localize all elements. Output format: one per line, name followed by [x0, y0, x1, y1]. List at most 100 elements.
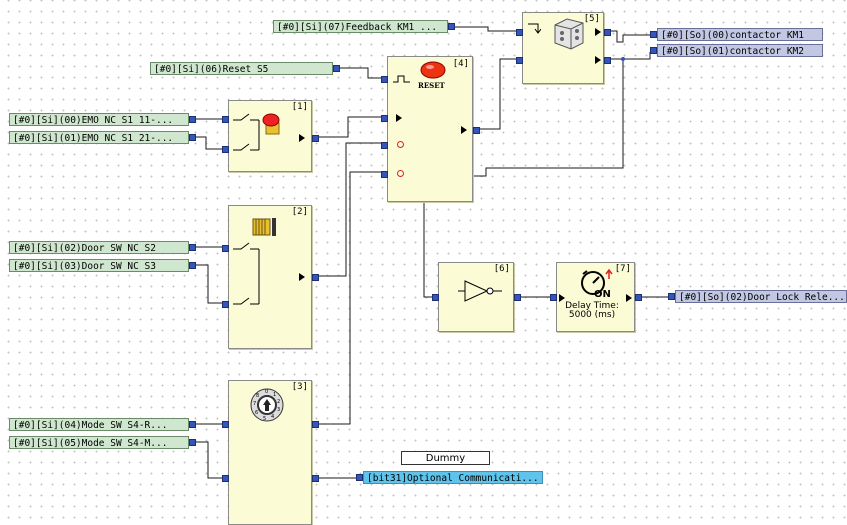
svg-text:2: 2 — [277, 399, 280, 405]
block-number: [4] — [452, 59, 469, 69]
input-pin[interactable] — [516, 29, 523, 36]
function-block-6-not-gate[interactable]: [6] — [432, 262, 521, 332]
input-tag-mode-s4-r[interactable]: [#0][Si](04)Mode SW S4-R... — [9, 418, 189, 431]
wire — [610, 52, 651, 60]
input-tag-mode-s4-m[interactable]: [#0][Si](05)Mode SW S4-M... — [9, 436, 189, 449]
svg-text:4: 4 — [271, 414, 274, 420]
function-block-5-contactor-monitoring[interactable]: [5] — [516, 12, 611, 84]
input-pin[interactable] — [222, 146, 229, 153]
input-pin[interactable] — [381, 171, 388, 178]
tag-pin[interactable] — [189, 116, 196, 123]
tag-pin[interactable] — [668, 293, 675, 300]
function-block-2-door-switch[interactable]: [2] — [222, 205, 319, 349]
output-arrow — [626, 294, 632, 302]
reset-button-icon — [420, 61, 446, 79]
contactor-icon — [554, 18, 584, 50]
input-tag-door-s3[interactable]: [#0][Si](03)Door SW NC S3 — [9, 259, 189, 272]
wire — [196, 136, 222, 150]
wire-junction — [621, 57, 625, 61]
feedback-loop-icon — [528, 23, 541, 34]
input-tag-emo-s1-21[interactable]: [#0][Si](01)EMO NC S1 21-... — [9, 131, 189, 144]
nc-contact-icon — [233, 113, 260, 151]
function-block-1-emergency-stop[interactable]: [1] — [222, 100, 319, 172]
wire — [318, 171, 381, 425]
safety-door-icon — [252, 218, 276, 236]
block-number: [5] — [583, 14, 600, 24]
output-pin[interactable] — [604, 57, 611, 64]
input-pin[interactable] — [432, 294, 439, 301]
block-number: [1] — [291, 102, 308, 112]
output-arrow — [595, 56, 601, 64]
wire — [423, 59, 624, 298]
tag-pin[interactable] — [189, 244, 196, 251]
output-tag-contactor-km1[interactable]: [#0][So](00)contactor KM1 — [657, 28, 823, 41]
wire — [318, 142, 381, 277]
function-block-4-reset[interactable]: [4] RESET — [381, 56, 480, 202]
function-block-7-on-delay-timer[interactable]: [7] ON Delay Time: 5000 (ms) — [550, 262, 642, 332]
output-tag-door-lock[interactable]: [#0][So](02)Door Lock Rele... — [675, 290, 847, 303]
output-pin[interactable] — [473, 127, 480, 134]
input-tag-door-s2[interactable]: [#0][Si](02)Door SW NC S2 — [9, 241, 189, 254]
svg-text:6: 6 — [255, 410, 258, 416]
output-arrow — [595, 28, 601, 36]
output-tag-contactor-km2[interactable]: [#0][So](01)contactor KM2 — [657, 44, 823, 57]
rising-edge-icon — [393, 75, 410, 83]
output-pin[interactable] — [604, 29, 611, 36]
input-pin[interactable] — [222, 301, 229, 308]
output-pin[interactable] — [312, 135, 319, 142]
input-tag-emo-s1-11[interactable]: [#0][Si](00)EMO NC S1 11-... — [9, 113, 189, 126]
delay-time-value: 5000 (ms) — [568, 310, 616, 320]
output-pin[interactable] — [312, 475, 319, 482]
reset-label: RESET — [418, 81, 445, 90]
wire — [196, 441, 222, 479]
svg-text:8: 8 — [256, 393, 259, 399]
tag-pin[interactable] — [448, 23, 455, 30]
tag-pin[interactable] — [189, 134, 196, 141]
input-pin[interactable] — [222, 475, 229, 482]
comm-tag-bit31[interactable]: [bit31]Optional Communicati... — [363, 471, 543, 484]
on-delay-label: ON — [594, 289, 611, 300]
tag-pin[interactable] — [650, 31, 657, 38]
input-pin[interactable] — [516, 57, 523, 64]
input-pin[interactable] — [550, 294, 557, 301]
wire — [340, 67, 381, 79]
input-tag-feedback-km1[interactable]: [#0][Si](07)Feedback KM1 ... — [273, 20, 448, 33]
tag-pin[interactable] — [189, 421, 196, 428]
output-pin[interactable] — [514, 294, 521, 301]
tag-pin[interactable] — [333, 65, 340, 72]
block-number: [3] — [291, 382, 308, 392]
output-arrow — [299, 273, 305, 281]
tag-pin[interactable] — [650, 47, 657, 54]
block-number: [7] — [614, 264, 631, 274]
input-pin[interactable] — [381, 76, 388, 83]
inverted-input-marker — [397, 170, 404, 177]
svg-text:7: 7 — [253, 401, 256, 407]
output-pin[interactable] — [635, 294, 642, 301]
output-pin[interactable] — [312, 274, 319, 281]
output-arrow — [299, 134, 305, 142]
output-pin[interactable] — [312, 421, 319, 428]
input-pin[interactable] — [222, 116, 229, 123]
input-tag-reset-s5[interactable]: [#0][Si](06)Reset S5 — [150, 62, 333, 75]
svg-text:0: 0 — [265, 389, 268, 395]
svg-text:1: 1 — [273, 392, 276, 398]
svg-text:5: 5 — [263, 416, 266, 422]
nc-contact-icon — [233, 242, 260, 305]
input-pin[interactable] — [222, 421, 229, 428]
input-pin[interactable] — [381, 115, 388, 122]
block-number: [2] — [291, 207, 308, 217]
input-pin[interactable] — [222, 245, 229, 252]
input-arrow — [559, 294, 565, 302]
tag-pin[interactable] — [356, 474, 363, 481]
delay-time-label: Delay Time: — [565, 301, 619, 311]
timer-icon — [581, 269, 613, 295]
tag-pin[interactable] — [189, 439, 196, 446]
tag-pin[interactable] — [189, 262, 196, 269]
dummy-label: Dummy — [401, 451, 490, 465]
input-pin[interactable] — [381, 142, 388, 149]
wire — [610, 30, 650, 43]
